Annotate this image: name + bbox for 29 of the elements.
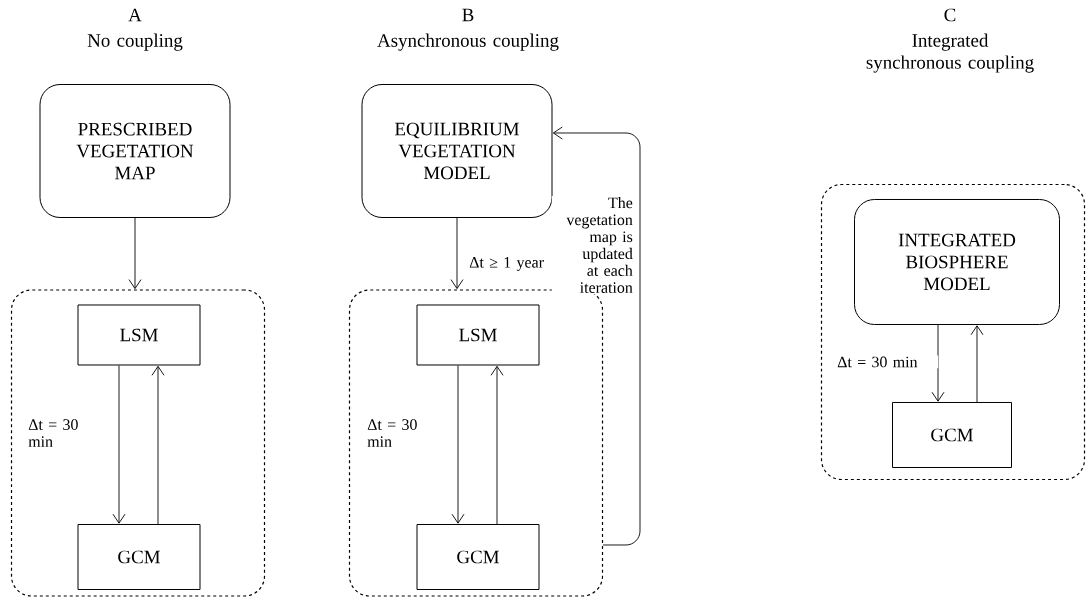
edge-label: Δt = 30 min bbox=[836, 355, 939, 369]
component-box: GCM bbox=[416, 524, 540, 590]
coupling-group bbox=[820, 183, 1086, 481]
arrow bbox=[451, 365, 465, 524]
component-box: GCM bbox=[77, 524, 201, 590]
arrow bbox=[552, 126, 641, 546]
edge-label: Δt = 30 min bbox=[27, 418, 88, 448]
component-box: GCM bbox=[892, 402, 1012, 468]
model-box: PRESCRIBED VEGETATION MAP bbox=[39, 84, 231, 218]
component-box: LSM bbox=[77, 304, 201, 366]
arrow bbox=[490, 365, 504, 525]
arrow bbox=[970, 325, 984, 403]
component-box: LSM bbox=[416, 304, 540, 366]
panel-letter: A bbox=[128, 8, 142, 22]
panel-title: Integrated synchronous coupling bbox=[866, 33, 1034, 73]
panel-letter: B bbox=[462, 8, 474, 22]
arrow bbox=[128, 217, 142, 290]
arrow bbox=[931, 324, 945, 402]
arrow bbox=[112, 365, 126, 524]
model-box: EQUILIBRIUM VEGETATION MODEL bbox=[361, 84, 553, 218]
edge-label: Δt = 30 min bbox=[366, 418, 427, 448]
arrow bbox=[151, 365, 165, 525]
model-box: INTEGRATED BIOSPHERE MODEL bbox=[854, 199, 1060, 325]
arrow bbox=[450, 217, 464, 290]
panel-title: Asynchronous coupling bbox=[377, 33, 559, 51]
edge-label: The vegetation map is updated at each iteration bbox=[551, 196, 634, 294]
coupling-group bbox=[10, 289, 266, 597]
panel-letter: C bbox=[944, 8, 956, 22]
panel-title: No coupling bbox=[87, 33, 183, 51]
